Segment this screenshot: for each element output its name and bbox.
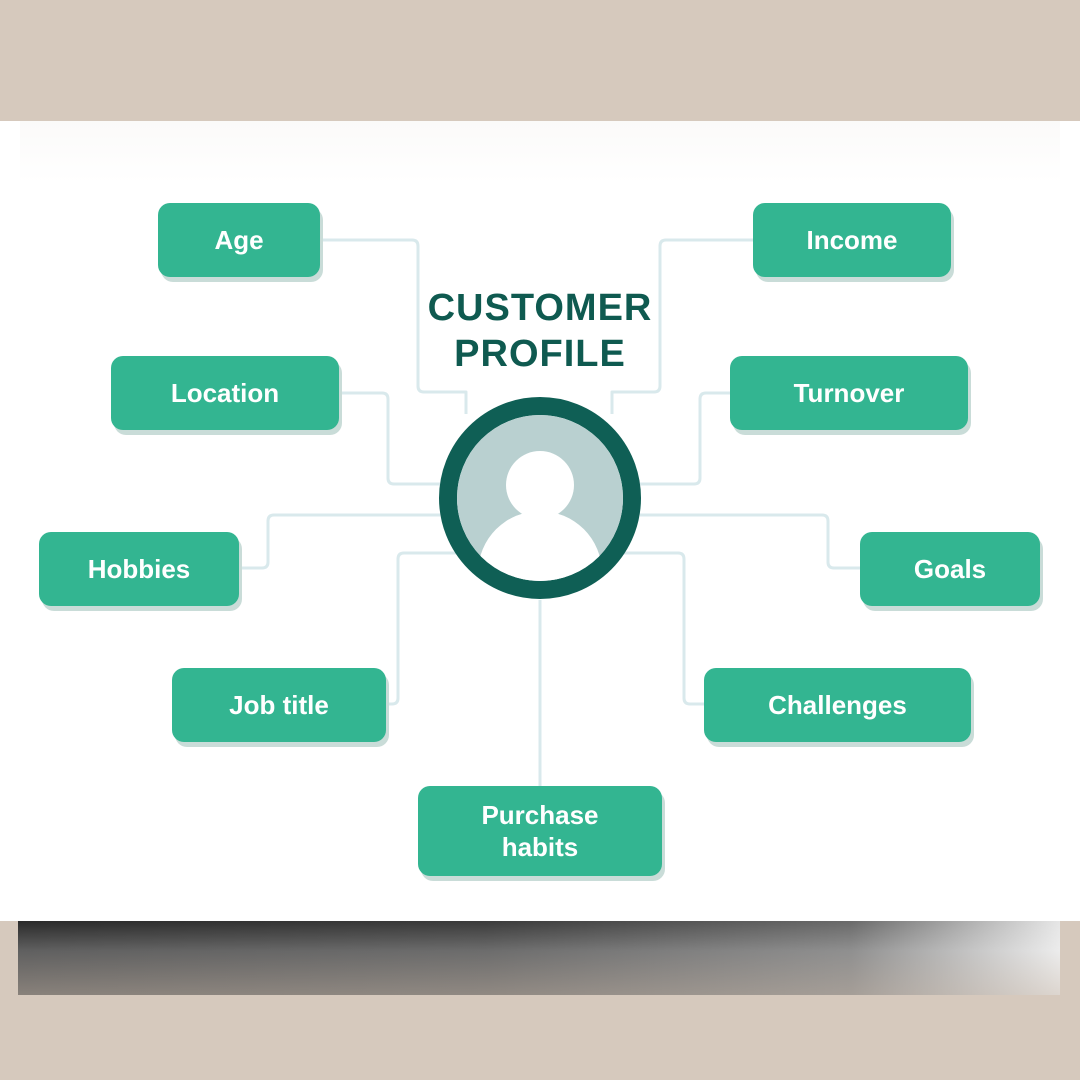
diagram-title-line2: PROFILE: [454, 333, 626, 375]
diagram-title: CUSTOMER PROFILE: [410, 285, 670, 377]
node-income: Income: [753, 203, 951, 277]
node-purchase-habits-label-line2: habits: [501, 832, 579, 862]
node-challenges: Challenges: [704, 668, 971, 742]
card-top-fade: [20, 121, 1060, 183]
diagram-title-line1: CUSTOMER: [427, 287, 653, 329]
node-job-title-label: Job title: [229, 690, 329, 720]
node-job-title: Job title: [172, 668, 386, 742]
connector-goals: [640, 513, 860, 570]
connector-income: [610, 238, 753, 414]
node-hobbies: Hobbies: [39, 532, 239, 606]
node-income-label: Income: [806, 225, 898, 255]
node-purchase-habits-label-line1: Purchase: [481, 800, 599, 830]
node-goals-label: Goals: [913, 554, 987, 584]
node-age-label: Age: [214, 225, 264, 255]
node-age: Age: [158, 203, 320, 277]
connector-location: [339, 391, 440, 486]
node-location-label: Location: [170, 378, 280, 408]
node-location: Location: [111, 356, 339, 430]
node-goals: Goals: [860, 532, 1040, 606]
node-turnover: Turnover: [730, 356, 968, 430]
node-challenges-label: Challenges: [768, 690, 907, 720]
node-hobbies-label: Hobbies: [87, 554, 191, 584]
node-purchase-habits: Purchase habits: [418, 786, 662, 876]
connector-turnover: [640, 391, 730, 486]
connector-challenges: [624, 551, 704, 706]
user-avatar-icon: [439, 397, 641, 599]
bottom-shadow-bar: [18, 921, 1060, 995]
connector-job-title: [386, 551, 456, 706]
node-turnover-label: Turnover: [793, 378, 905, 408]
avatar-silhouette: [478, 451, 602, 581]
connector-hobbies: [239, 513, 440, 570]
connector-age: [320, 238, 468, 414]
